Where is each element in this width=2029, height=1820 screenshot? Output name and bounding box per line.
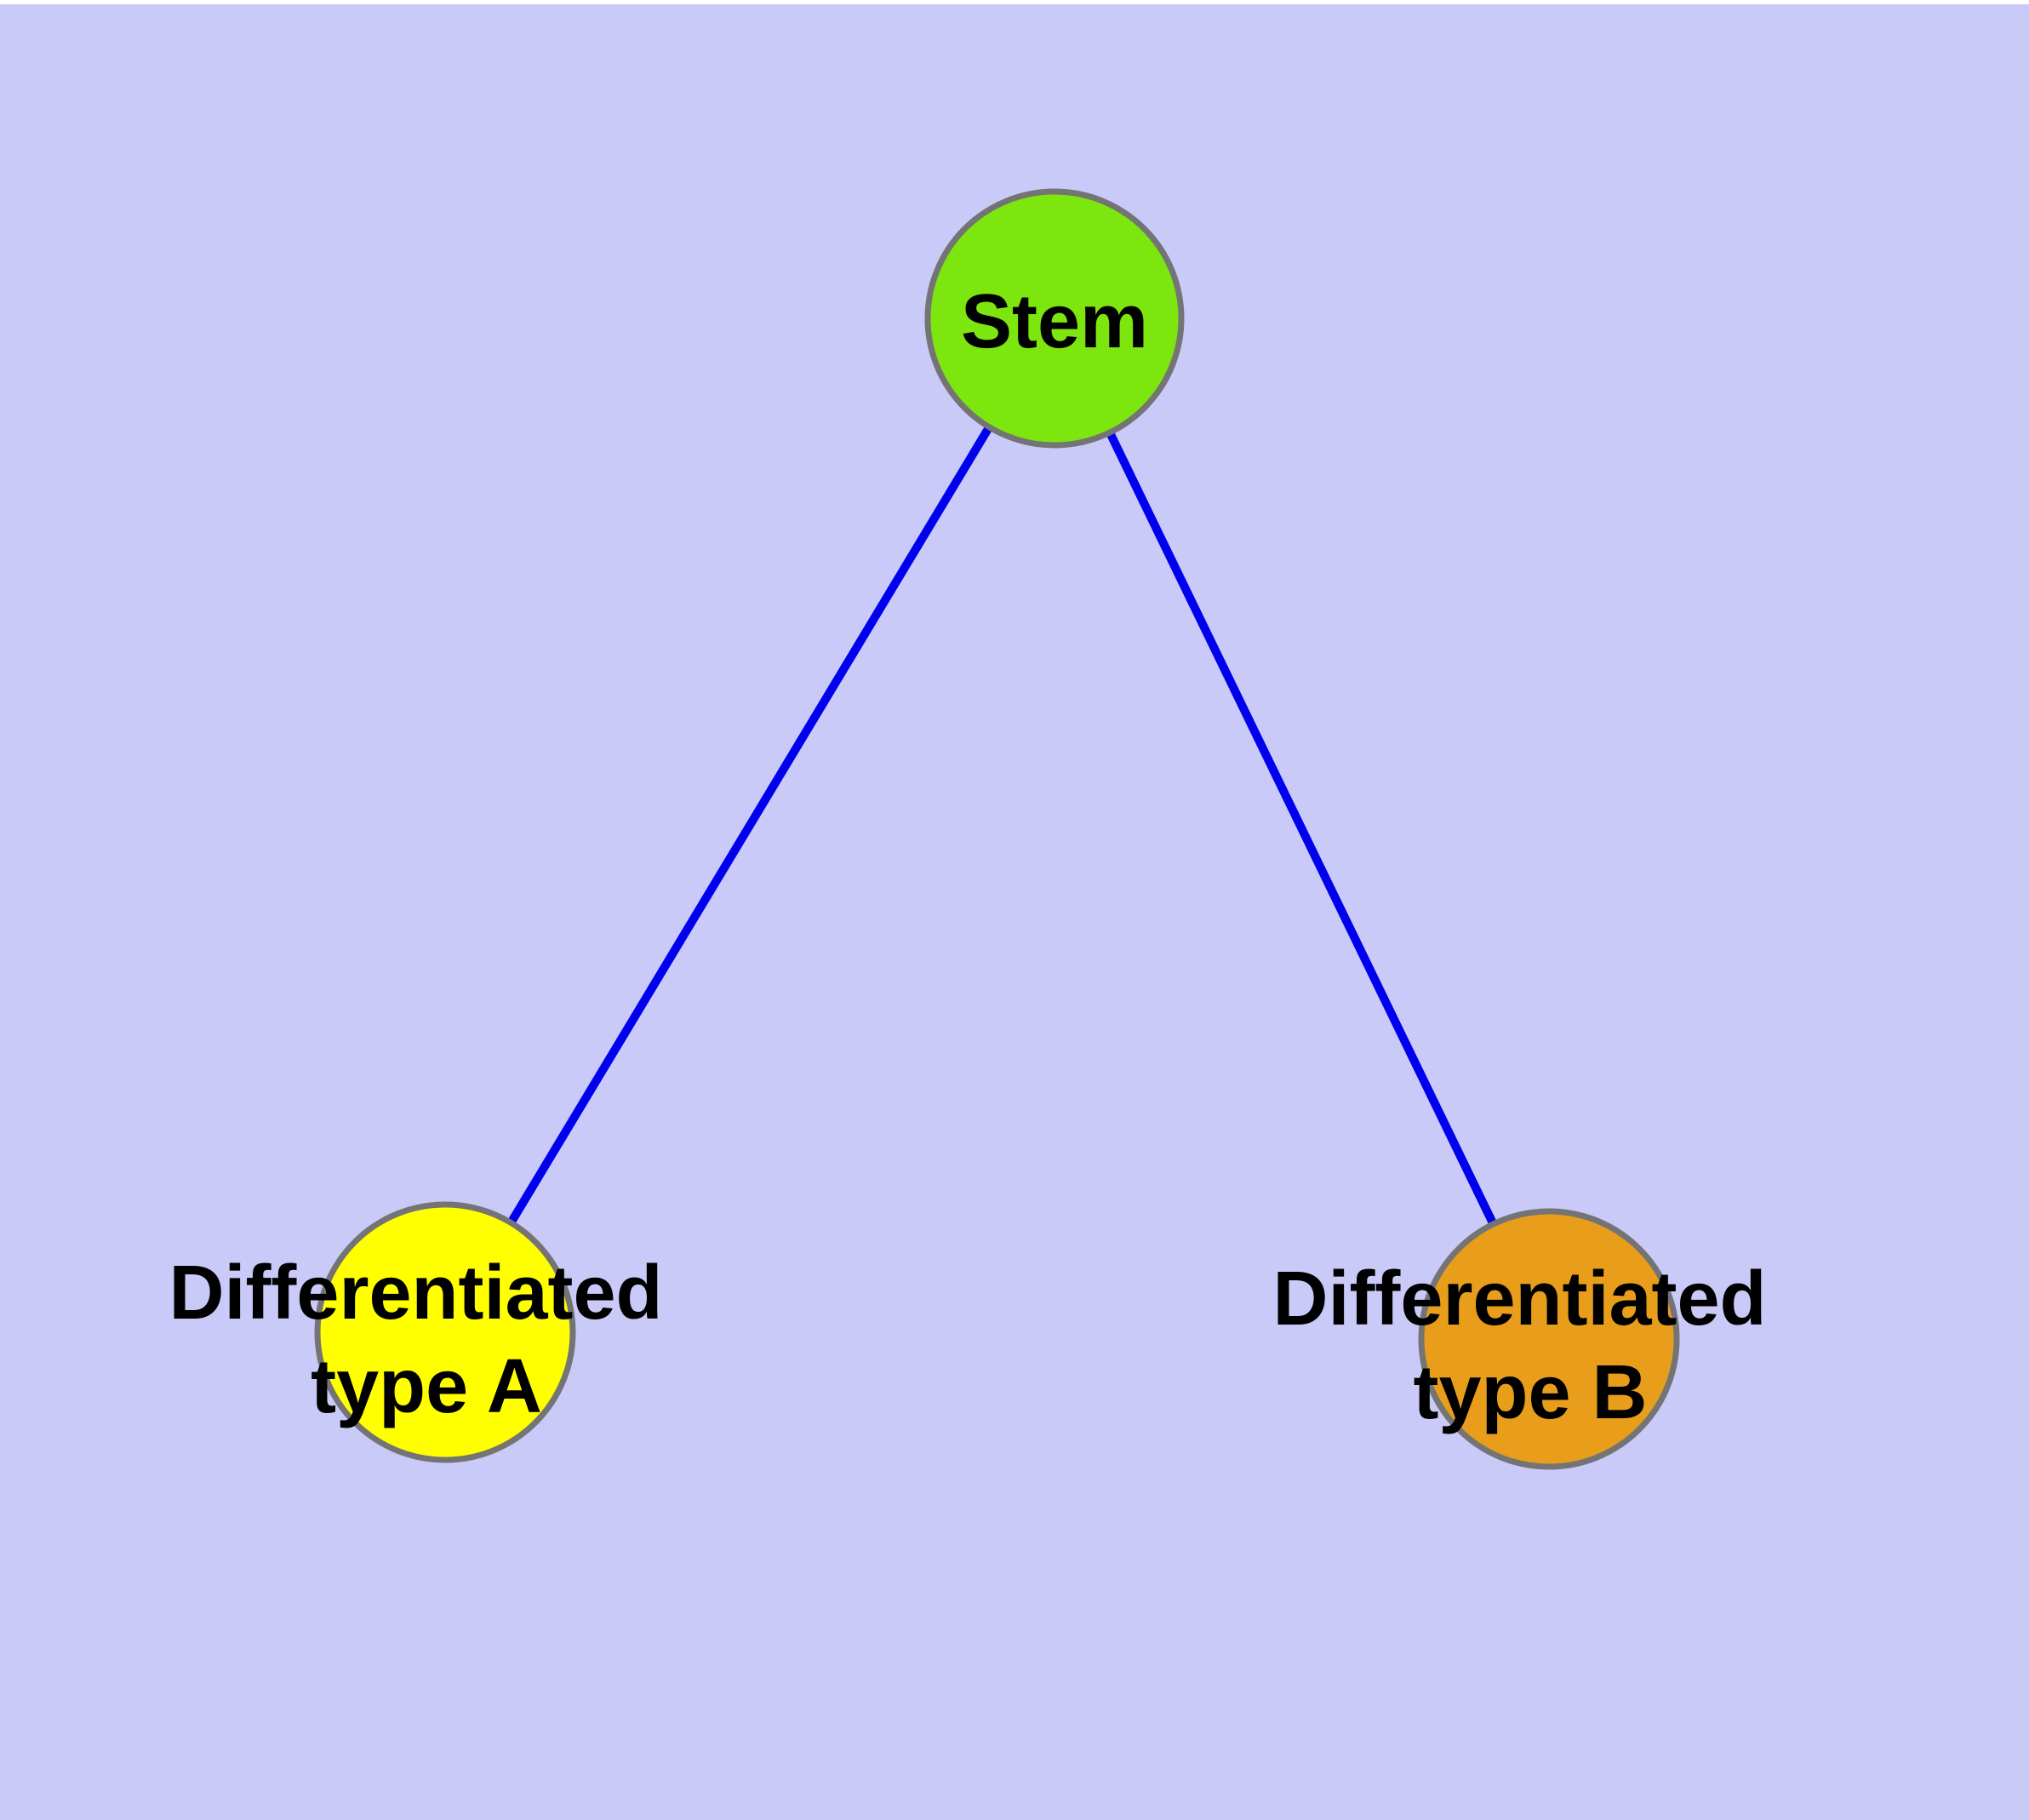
type-b-label-line1: Differentiated xyxy=(1272,1256,1766,1342)
type-b-label-line2: type B xyxy=(1413,1350,1647,1435)
type-a-label-line1: Differentiated xyxy=(169,1251,662,1336)
type-a-node-circle xyxy=(314,1201,576,1463)
node-labels: Stem Differentiated type A Differentiate… xyxy=(169,279,1787,1435)
type-a-node-label: Differentiated type A xyxy=(169,1251,683,1429)
stem-node-circle xyxy=(924,188,1185,449)
stem-node-label: Stem xyxy=(961,279,1148,364)
edge-stem-to-type-b xyxy=(1050,316,1553,1342)
edge-stem-to-type-a xyxy=(441,316,1059,1335)
type-b-node-circle xyxy=(1418,1208,1680,1470)
type-b-node-label: Differentiated type B xyxy=(1272,1256,1787,1435)
type-a-label-line2: type A xyxy=(311,1344,542,1429)
